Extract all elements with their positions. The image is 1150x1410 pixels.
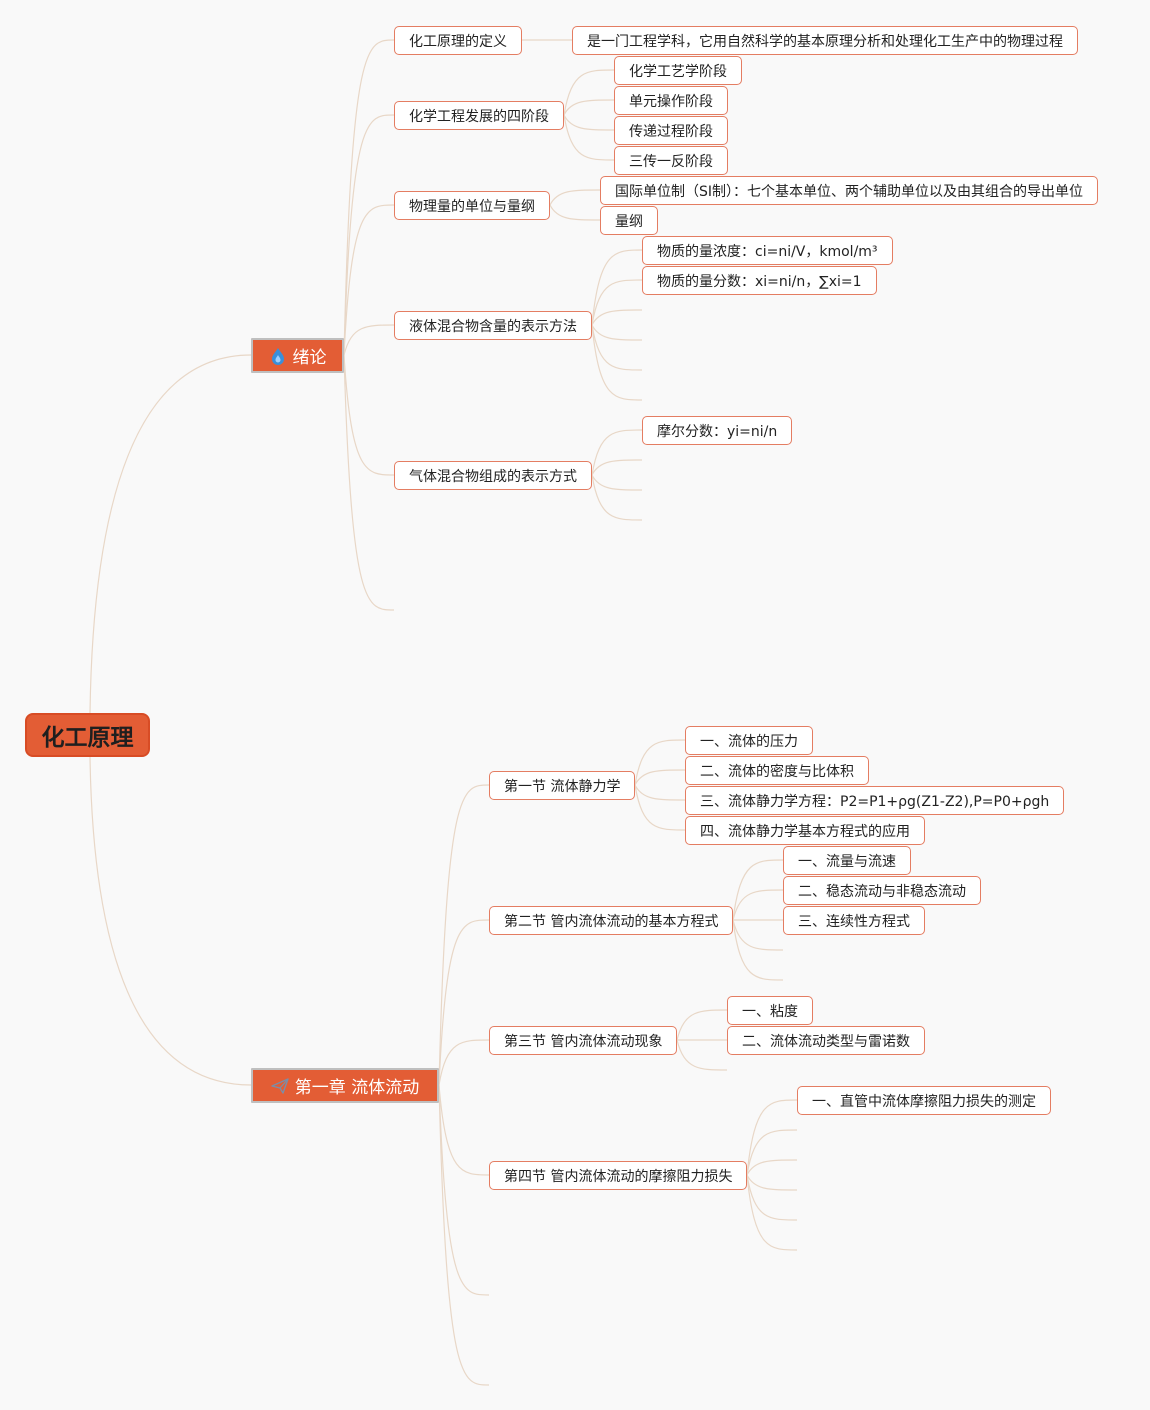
leaf-stage-3[interactable]: 传递过程阶段	[614, 116, 728, 145]
topic-section-4[interactable]: 第四节 管内流体流动的摩擦阻力损失	[489, 1161, 748, 1190]
paper-plane-icon	[271, 1077, 289, 1095]
connector-line	[591, 324, 643, 371]
connector-line	[438, 1039, 490, 1086]
connector-line	[438, 919, 490, 1086]
root-topic[interactable]: 化工原理	[25, 713, 150, 757]
connector-line	[563, 114, 615, 131]
connector-line	[438, 1084, 490, 1296]
connector-line	[549, 204, 601, 221]
leaf-s1-4[interactable]: 四、流体静力学基本方程式的应用	[685, 816, 925, 845]
connector-line	[591, 309, 643, 326]
connector-line	[746, 1174, 798, 1221]
connector-line	[634, 769, 686, 786]
leaf-s1-3[interactable]: 三、流体静力学方程：P2=P1+ρg(Z1-Z2),P=P0+ρgh	[685, 786, 1065, 815]
connector-line	[591, 429, 643, 476]
connector-line	[746, 1159, 798, 1176]
connector-line	[732, 889, 784, 921]
connector-line	[89, 756, 252, 1086]
leaf-s3-2[interactable]: 二、流体流动类型与雷诺数	[727, 1026, 925, 1055]
topic-section-1[interactable]: 第一节 流体静力学	[489, 771, 636, 800]
connector-line	[591, 474, 643, 491]
connector-line	[732, 859, 784, 921]
branch-chapter1-label: 第一章 流体流动	[294, 1078, 420, 1098]
topic-section-3[interactable]: 第三节 管内流体流动现象	[489, 1026, 678, 1055]
connector-line	[438, 1084, 490, 1176]
leaf-s1-2[interactable]: 二、流体的密度与比体积	[685, 756, 869, 785]
connector-line	[591, 324, 643, 401]
topic-liquid-mixture[interactable]: 液体混合物含量的表示方法	[394, 311, 592, 340]
fire-drop-icon	[269, 347, 287, 365]
connector-line	[549, 189, 601, 206]
leaf-stage-4[interactable]: 三传一反阶段	[614, 146, 728, 175]
leaf-s2-2[interactable]: 二、稳态流动与非稳态流动	[783, 876, 981, 905]
connector-line	[732, 919, 784, 981]
connector-line	[746, 1174, 798, 1191]
leaf-molar-concentration[interactable]: 物质的量浓度：ci=ni/V，kmol/m³	[642, 236, 893, 265]
topic-units-dimensions[interactable]: 物理量的单位与量纲	[394, 191, 550, 220]
connector-line	[591, 459, 643, 476]
connector-line	[676, 1009, 728, 1041]
connector-line	[343, 39, 395, 356]
topic-section-2[interactable]: 第二节 管内流体流动的基本方程式	[489, 906, 734, 935]
leaf-mole-fraction[interactable]: 物质的量分数：xi=ni/n，∑xi=1	[642, 266, 877, 295]
connector-line	[438, 1084, 490, 1386]
connector-line	[746, 1099, 798, 1176]
connector-line	[591, 249, 643, 326]
connector-line	[634, 739, 686, 786]
connector-line	[676, 1039, 728, 1071]
leaf-s4-1[interactable]: 一、直管中流体摩擦阻力损失的测定	[797, 1086, 1051, 1115]
connector-line	[634, 784, 686, 801]
leaf-s3-1[interactable]: 一、粘度	[727, 996, 813, 1025]
connector-line	[591, 324, 643, 341]
connector-line	[746, 1174, 798, 1251]
connector-line	[591, 474, 643, 521]
leaf-dimension[interactable]: 量纲	[600, 206, 658, 235]
connector-line	[732, 919, 784, 951]
connector-line	[89, 354, 252, 714]
leaf-si-units[interactable]: 国际单位制（SI制）：七个基本单位、两个辅助单位以及由其组合的导出单位	[600, 176, 1099, 205]
leaf-s2-3[interactable]: 三、连续性方程式	[783, 906, 925, 935]
connector-line	[343, 354, 395, 476]
leaf-s2-1[interactable]: 一、流量与流速	[783, 846, 911, 875]
branch-chapter1[interactable]: 第一章 流体流动	[251, 1068, 439, 1103]
connector-line	[343, 204, 395, 356]
connector-line	[343, 354, 395, 611]
leaf-stage-1[interactable]: 化学工艺学阶段	[614, 56, 742, 85]
connector-line	[563, 69, 615, 116]
connector-line	[343, 324, 395, 356]
topic-gas-mixture[interactable]: 气体混合物组成的表示方式	[394, 461, 592, 490]
topic-definition[interactable]: 化工原理的定义	[394, 26, 522, 55]
connector-line	[746, 1129, 798, 1176]
leaf-stage-2[interactable]: 单元操作阶段	[614, 86, 728, 115]
connector-line	[438, 784, 490, 1086]
connector-line	[634, 784, 686, 831]
branch-intro[interactable]: 绪论	[251, 338, 344, 373]
connector-line	[591, 279, 643, 326]
connector-line	[563, 99, 615, 116]
topic-four-stages[interactable]: 化学工程发展的四阶段	[394, 101, 564, 130]
branch-intro-label: 绪论	[292, 348, 327, 368]
connector-line	[563, 114, 615, 161]
leaf-gas-mole-fraction[interactable]: 摩尔分数：yi=ni/n	[642, 416, 793, 445]
connector-line	[343, 114, 395, 356]
leaf-definition-text[interactable]: 是一门工程学科，它用自然科学的基本原理分析和处理化工生产中的物理过程	[572, 26, 1078, 55]
leaf-s1-1[interactable]: 一、流体的压力	[685, 726, 813, 755]
